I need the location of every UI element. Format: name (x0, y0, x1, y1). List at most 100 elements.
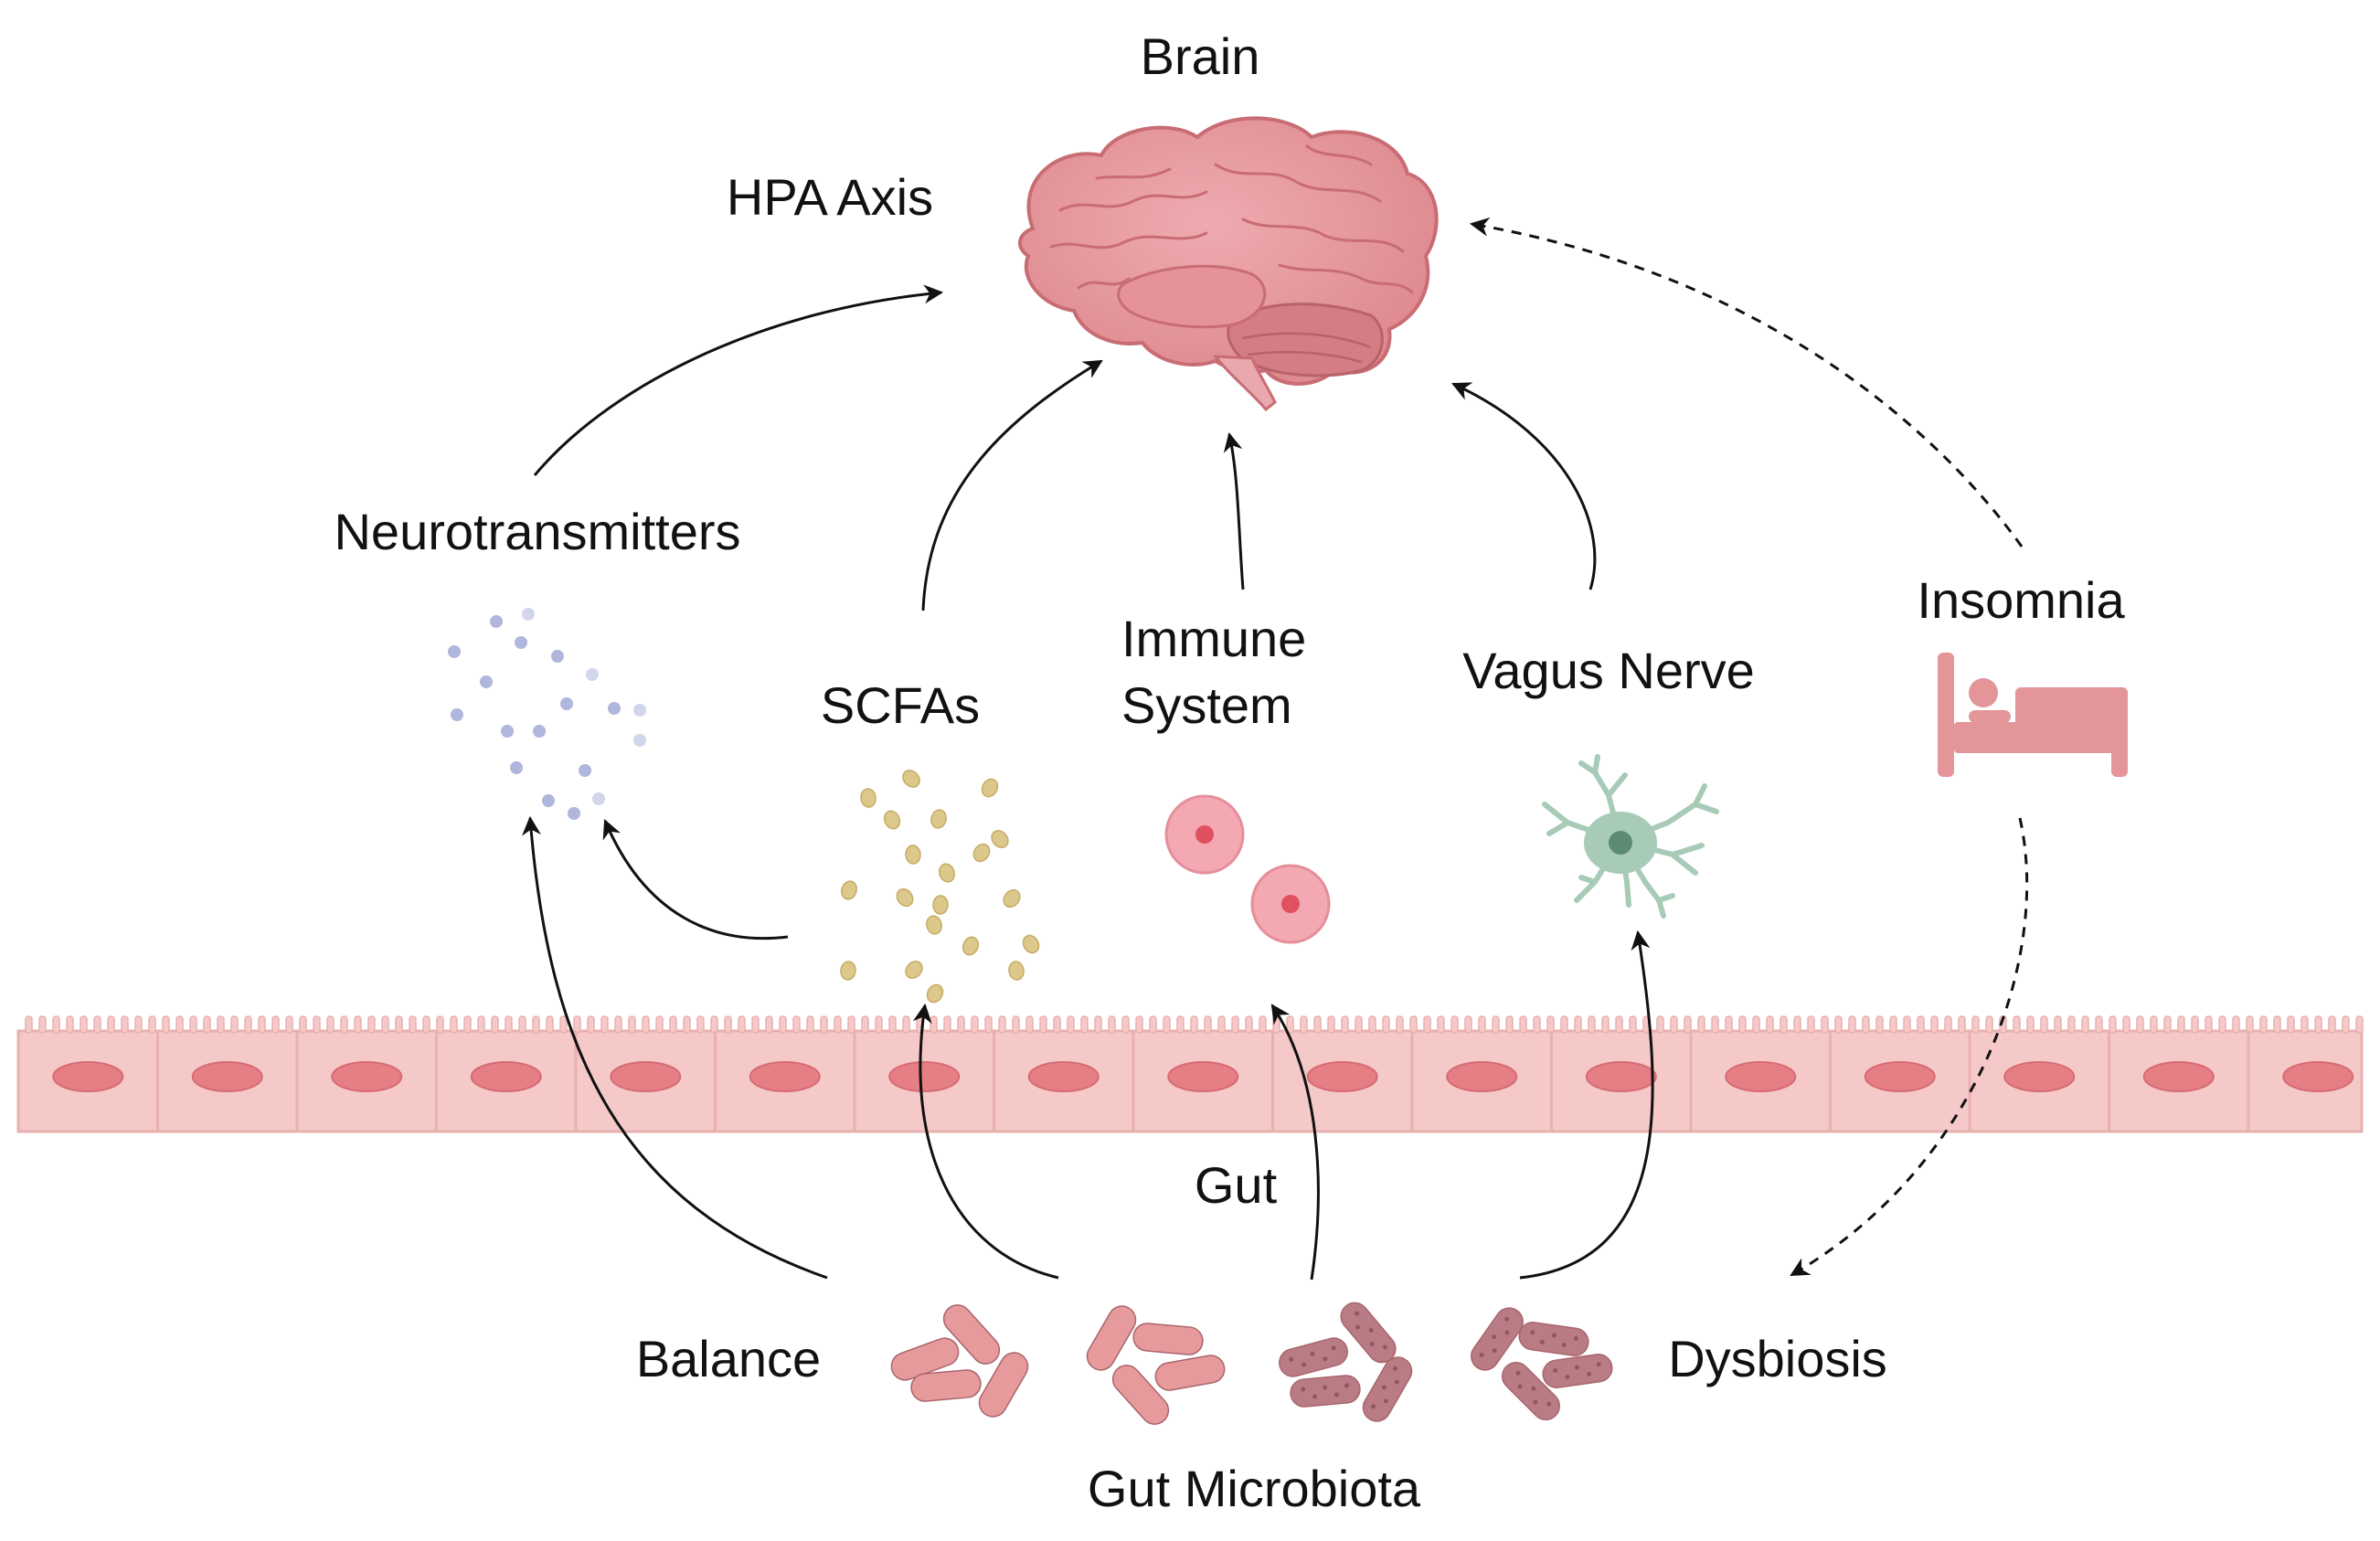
microvillus (505, 1015, 513, 1034)
microvillus (834, 1015, 842, 1034)
microvillus (1971, 1015, 1980, 1034)
microvillus (792, 1015, 801, 1034)
neurotransmitter-dot (608, 702, 621, 715)
microvillus (1464, 1015, 1472, 1034)
neurotransmitter-dot (579, 764, 591, 777)
microvillus (875, 1015, 883, 1034)
microvillus (203, 1015, 211, 1034)
microvillus (1697, 1015, 1705, 1034)
microvillus (354, 1015, 362, 1034)
microvillus (2067, 1015, 2076, 1034)
scfa-particle (962, 936, 980, 956)
microvillus (1190, 1015, 1198, 1034)
bacterium (1132, 1323, 1204, 1355)
scfa-particle (841, 880, 857, 900)
arrow-vagus-to-brain (1451, 382, 1597, 590)
microvillus (1355, 1015, 1363, 1034)
microvillus (2054, 1015, 2062, 1034)
microvillus (1067, 1015, 1075, 1034)
microvillus (1368, 1015, 1376, 1034)
cell-nucleus (888, 1061, 961, 1092)
microvillus (52, 1015, 60, 1034)
microvillus (847, 1015, 855, 1034)
microvillus (724, 1015, 732, 1034)
arrow-insomnia-to-brain (1469, 217, 2024, 547)
microvillus (1272, 1015, 1280, 1034)
microvillus (2287, 1015, 2295, 1034)
microvillus (2300, 1015, 2309, 1034)
cell-nucleus (1725, 1061, 1797, 1092)
microvillus (806, 1015, 814, 1034)
neurotransmitter-dot (501, 725, 514, 738)
microvillus (614, 1015, 622, 1034)
microvillus (1615, 1015, 1623, 1034)
microvillus (134, 1015, 143, 1034)
microvillus (1313, 1015, 1322, 1034)
microvillus (2109, 1015, 2117, 1034)
neurotransmitter-dot (533, 725, 546, 738)
label-brain: Brain (1140, 27, 1260, 85)
microvillus (1039, 1015, 1047, 1034)
microvillus (1121, 1015, 1130, 1034)
microvillus (1259, 1015, 1267, 1034)
cell-nucleus (191, 1061, 263, 1092)
scfa-particle (902, 770, 920, 788)
microvillus (1163, 1015, 1171, 1034)
microvillus (66, 1015, 74, 1034)
scfa-particle (905, 845, 921, 865)
scfa-particle (981, 778, 999, 798)
scfa-particle (896, 887, 914, 908)
scfa-particle (926, 983, 944, 1004)
bacteria-icon (890, 1302, 1613, 1425)
microvillus (2218, 1015, 2226, 1034)
microvillus (409, 1015, 417, 1034)
microvillus (1985, 1015, 1993, 1034)
cell-nucleus (610, 1061, 682, 1092)
microvillus (1766, 1015, 1774, 1034)
microvillus (2163, 1015, 2172, 1034)
microvillus (326, 1015, 335, 1034)
scfa-particle (1003, 888, 1021, 909)
microvillus (1135, 1015, 1143, 1034)
microvillus (1629, 1015, 1637, 1034)
microvillus (2150, 1015, 2158, 1034)
microvillus (559, 1015, 568, 1034)
microvillus (751, 1015, 760, 1034)
scfa-particle (991, 830, 1009, 848)
bacterium (942, 1304, 1001, 1365)
microvillus (2013, 1015, 2021, 1034)
microvillus (450, 1015, 458, 1034)
microvillus (2081, 1015, 2089, 1034)
microvillus (1793, 1015, 1801, 1034)
microvillus (1821, 1015, 1829, 1034)
bacterium (910, 1369, 982, 1402)
microvillus (1053, 1015, 1061, 1034)
arrow-microbiota-to-vagus (1519, 930, 1654, 1280)
neurotransmitter-dot (633, 704, 646, 717)
microvillus (230, 1015, 239, 1034)
microvillus (518, 1015, 526, 1034)
neurotransmitter-dot (633, 734, 646, 747)
cell-nucleus (1027, 1061, 1100, 1092)
label-neurotransmitters: Neurotransmitters (334, 503, 741, 560)
arrow-immune-to-brain (1223, 431, 1245, 590)
neurotransmitter-dot (592, 792, 605, 805)
microvillus (655, 1015, 664, 1034)
brain-icon (1018, 116, 1439, 412)
microvillus (1327, 1015, 1335, 1034)
cell-nucleus (1446, 1061, 1518, 1092)
microvillus (1492, 1015, 1500, 1034)
label-immune-system-line1: Immune (1121, 610, 1307, 667)
microvillus (861, 1015, 869, 1034)
microvillus (1341, 1015, 1349, 1034)
arrow-microbiota-to-neurotransmitters (522, 815, 828, 1280)
bacterium (1518, 1322, 1589, 1356)
scfa-particle (905, 961, 923, 979)
cell-nucleus (2282, 1061, 2354, 1092)
microvillus (1670, 1015, 1678, 1034)
label-scfas: SCFAs (820, 676, 981, 734)
label-gut: Gut (1194, 1156, 1278, 1214)
label-vagus-nerve: Vagus Nerve (1462, 642, 1755, 699)
epithelial-cells (16, 1031, 2354, 1132)
scfa-particle (930, 809, 947, 829)
